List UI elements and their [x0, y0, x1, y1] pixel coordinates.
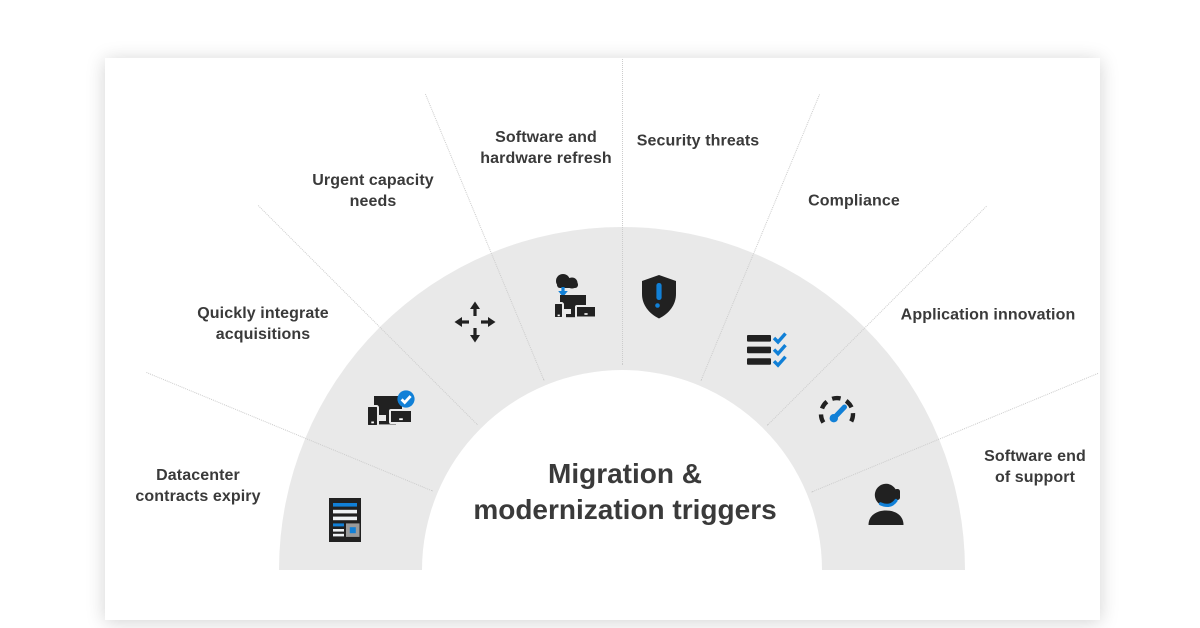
support-person-icon	[861, 480, 911, 530]
label-line: Compliance	[808, 192, 900, 210]
infographic-card: Migration & modernization triggers Datac…	[105, 58, 1100, 620]
label-line: Urgent capacity	[312, 172, 434, 189]
page-title: Migration & modernization triggers	[473, 456, 776, 528]
label-line: Security threats	[636, 132, 760, 150]
checklist-icon	[743, 331, 791, 373]
label-line: acquisitions	[215, 326, 311, 343]
segment-label-compliance: Compliance	[808, 191, 900, 212]
label-line: Application innovation	[900, 306, 1076, 324]
segment-label-software-end-of-support: Software end of support	[984, 446, 1086, 488]
segment-label-application-innovation: Application innovation	[901, 305, 1076, 326]
gauge-icon	[813, 389, 861, 435]
expand-arrows-icon	[451, 298, 499, 346]
label-line: Quickly integrate	[197, 305, 329, 322]
label-line: Datacenter	[156, 467, 240, 484]
label-line: Software end	[984, 448, 1086, 465]
label-line: hardware refresh	[480, 150, 612, 167]
segment-label-software-hardware-refresh: Software and hardware refresh	[480, 127, 611, 169]
title-line-2: modernization triggers	[473, 494, 777, 525]
segment-label-security-threats: Security threats	[637, 131, 760, 152]
devices-check-icon	[363, 390, 417, 436]
divider-line	[622, 58, 623, 365]
shield-alert-icon	[638, 273, 680, 321]
segment-label-quickly-integrate-acquisitions: Quickly integrate acquisitions	[197, 303, 329, 345]
label-line: of support	[994, 469, 1076, 486]
segment-label-datacenter-contracts-expiry: Datacenter contracts expiry	[135, 465, 260, 507]
label-line: needs	[349, 193, 397, 210]
label-line: contracts expiry	[135, 488, 261, 505]
title-line-1: Migration &	[548, 458, 702, 489]
label-line: Software and	[495, 129, 597, 146]
cloud-download-devices-icon	[545, 272, 599, 322]
contract-document-icon	[322, 496, 368, 544]
segment-label-urgent-capacity-needs: Urgent capacity needs	[312, 170, 434, 212]
